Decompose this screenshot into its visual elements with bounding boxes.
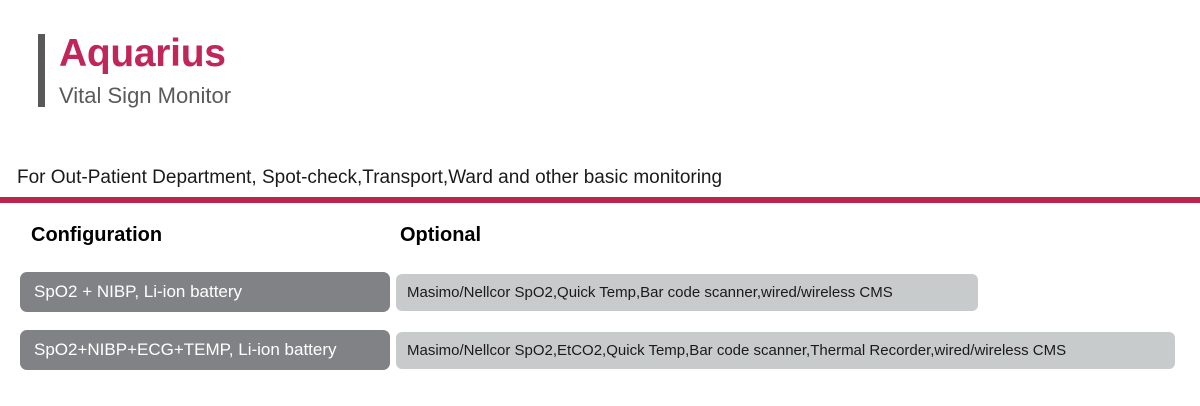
configuration-cell: SpO2+NIBP+ECG+TEMP, Li-ion battery bbox=[20, 330, 390, 370]
brand-text-group: Aquarius Vital Sign Monitor bbox=[59, 34, 231, 107]
table-row: SpO2+NIBP+ECG+TEMP, Li-ion battery Masim… bbox=[0, 330, 1200, 370]
configuration-cell: SpO2 + NIBP, Li-ion battery bbox=[20, 272, 390, 312]
specs-table: Configuration Optional SpO2 + NIBP, Li-i… bbox=[0, 224, 1200, 388]
table-row: SpO2 + NIBP, Li-ion battery Masimo/Nellc… bbox=[0, 272, 1200, 312]
table-body: SpO2 + NIBP, Li-ion battery Masimo/Nellc… bbox=[0, 272, 1200, 370]
section-divider bbox=[0, 197, 1200, 203]
optional-cell: Masimo/Nellcor SpO2,EtCO2,Quick Temp,Bar… bbox=[396, 332, 1175, 369]
product-title: Aquarius bbox=[59, 32, 226, 75]
table-header-row: Configuration Optional bbox=[0, 224, 1200, 258]
product-subtitle: Vital Sign Monitor bbox=[59, 82, 232, 108]
brand-accent-bar bbox=[38, 34, 45, 107]
tagline-text: For Out-Patient Department, Spot-check,T… bbox=[17, 167, 723, 188]
column-header-configuration: Configuration bbox=[31, 224, 163, 246]
column-header-optional: Optional bbox=[400, 224, 482, 246]
brand-block: Aquarius Vital Sign Monitor bbox=[38, 34, 231, 107]
optional-cell: Masimo/Nellcor SpO2,Quick Temp,Bar code … bbox=[396, 274, 978, 311]
